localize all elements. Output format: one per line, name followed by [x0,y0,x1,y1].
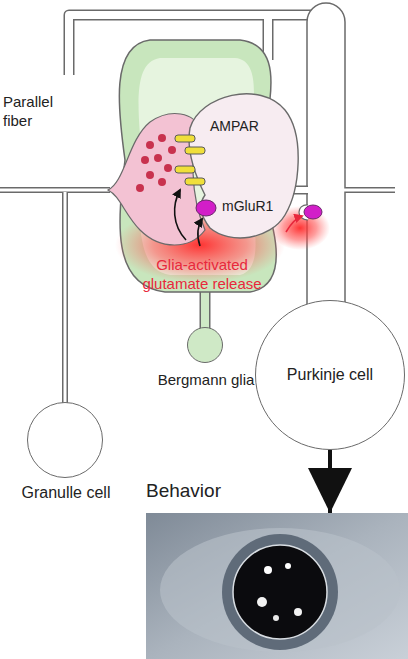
arrow-head [308,468,352,513]
activation-arrow [198,219,202,246]
receptor-label: AMPAR [210,118,290,136]
purkinje-soma: Purkinje cell [255,300,405,450]
parallel-fiber-axon [0,190,112,406]
eye-photo [146,513,408,659]
activation-arrow [286,216,302,232]
synaptic-vesicles [136,134,176,192]
output-arrow [308,450,352,513]
node-label: Granulle cell [0,483,146,502]
mglur1-receptor [304,205,322,219]
arrow-shaft [328,450,332,513]
release-label: Glia-activated glutamate release [122,256,282,294]
fiber-label: Parallel fiber [3,93,73,131]
node-label: Purkinje cell [287,365,373,384]
behavior-photo: Behavior [146,513,408,659]
receptor-label: mGluR1 [222,198,302,216]
node-label: Behavior [146,480,266,503]
purkinje-dendrite [69,3,395,310]
activation-arrow [175,190,186,240]
bergmann-glia-soma: Bergmann glia [187,327,223,363]
postsynaptic-spine [189,94,298,238]
mglur1-receptor [196,200,216,216]
granule-cell-soma: Granulle cell [27,402,103,478]
ampar-receptor [175,135,205,185]
